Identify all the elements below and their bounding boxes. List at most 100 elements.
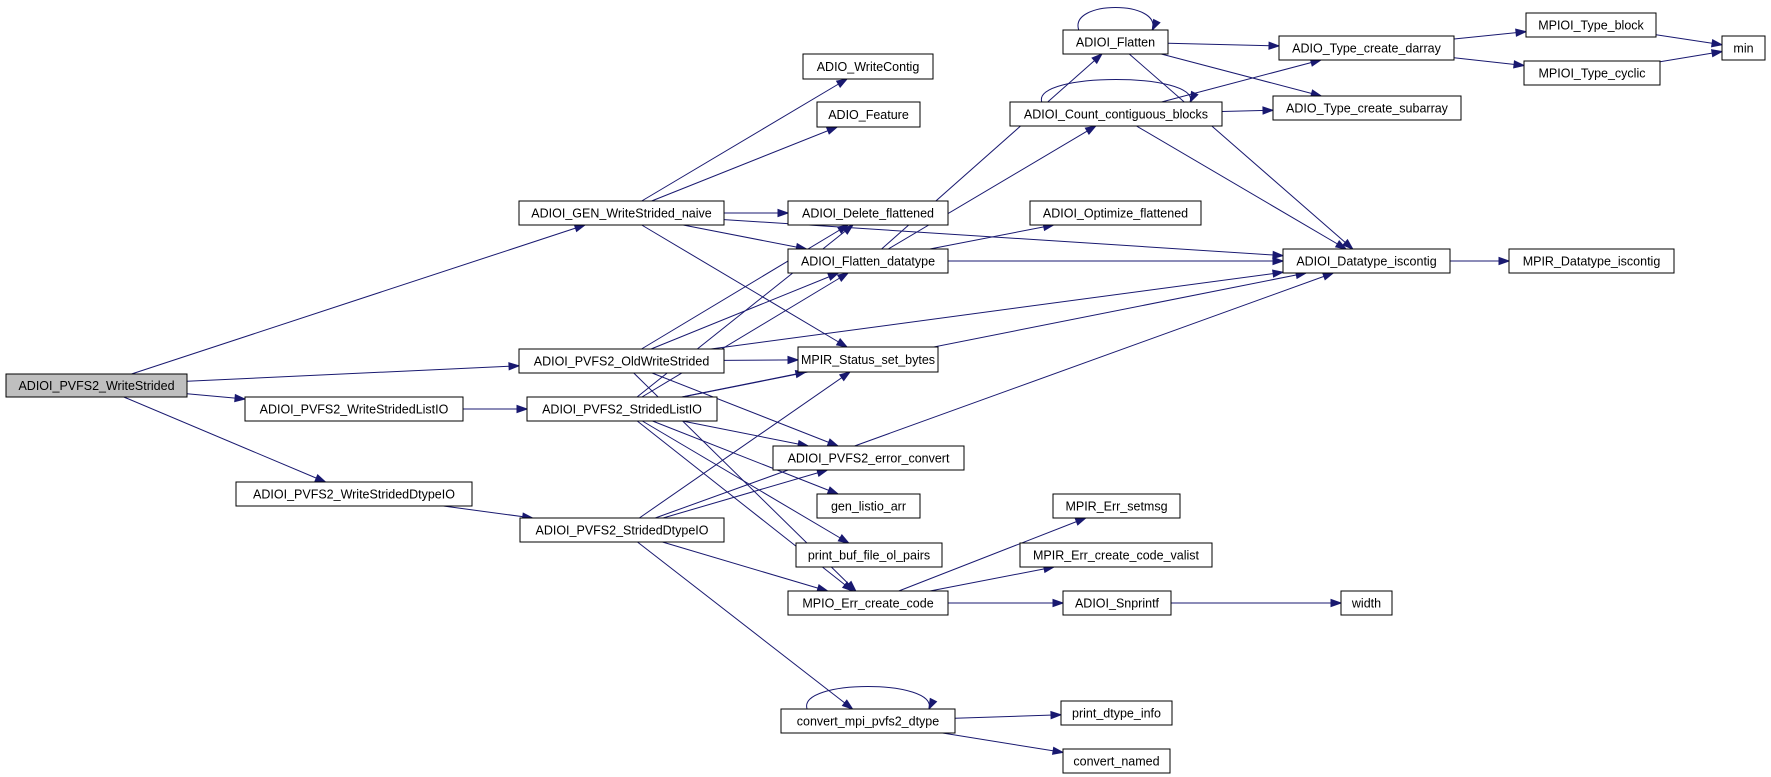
node-label: ADIOI_GEN_WriteStrided_naive (531, 207, 711, 221)
edge-oldws-to-msb (723, 355, 800, 365)
edge-line (1167, 42, 1280, 47)
edge-line (1161, 59, 1322, 103)
node-label: print_buf_file_ol_pairs (808, 549, 930, 563)
edge-slist-to-dic (682, 270, 1308, 398)
node-box (1278, 35, 1455, 61)
edge-line (636, 224, 854, 398)
node-errc[interactable]: ADIOI_PVFS2_error_convert (772, 445, 965, 471)
edge-arrowhead (835, 78, 849, 88)
call-edges (123, 7, 1724, 755)
edge-arrowhead (1051, 746, 1065, 755)
edge-arrowhead (573, 224, 587, 233)
node-label: ADIO_Type_create_darray (1292, 42, 1441, 56)
edge-fl-to-tcd (1167, 41, 1281, 50)
node-opt[interactable]: ADIOI_Optimize_flattened (1029, 200, 1202, 226)
node-snp[interactable]: ADIOI_Snprintf (1062, 590, 1172, 616)
edge-ccb-to-tcd (1161, 58, 1323, 103)
edge-line (683, 224, 807, 250)
edge-line (1453, 31, 1527, 40)
edge-arrowhead (841, 699, 854, 710)
node-feat[interactable]: ADIO_Feature (816, 101, 921, 128)
node-del[interactable]: ADIOI_Delete_flattened (787, 200, 949, 226)
node-ws[interactable]: ADIOI_PVFS2_WriteStrided (5, 373, 188, 398)
node-label: MPIR_Datatype_iscontig (1523, 255, 1661, 269)
node-box (772, 445, 965, 471)
edge-line (651, 126, 838, 202)
node-box (1062, 748, 1171, 774)
node-label: ADIO_Feature (828, 108, 909, 122)
node-ccb[interactable]: ADIOI_Count_contiguous_blocks (1009, 101, 1223, 127)
node-box (795, 542, 943, 568)
edge-line (641, 224, 849, 350)
node-box (1062, 29, 1169, 55)
edge-arrowhead (838, 371, 852, 382)
edge-ws-to-wslist (186, 393, 247, 403)
node-wslist[interactable]: ADIOI_PVFS2_WriteStridedListIO (244, 396, 464, 422)
node-width[interactable]: width (1340, 590, 1393, 616)
node-box (518, 348, 725, 374)
node-pbf[interactable]: print_buf_file_ol_pairs (795, 542, 943, 568)
edge-arrowhead (234, 393, 247, 403)
node-fl[interactable]: ADIOI_Flatten (1062, 29, 1169, 55)
edge-arrowhead (1151, 18, 1161, 32)
node-tcd[interactable]: ADIO_Type_create_darray (1278, 35, 1455, 61)
edge-fdt-to-ccb (887, 125, 1098, 250)
node-label: convert_mpi_pvfs2_dtype (797, 715, 939, 729)
node-label: MPIR_Err_setmsg (1065, 500, 1167, 514)
node-dic[interactable]: ADIOI_Datatype_iscontig (1282, 248, 1451, 274)
node-tc[interactable]: MPIOI_Type_cyclic (1523, 60, 1661, 86)
node-label: ADIOI_Datatype_iscontig (1296, 255, 1436, 269)
node-mec[interactable]: MPIO_Err_create_code (787, 590, 949, 616)
edge-arrowhead (1091, 52, 1104, 65)
node-mes[interactable]: MPIR_Err_setmsg (1052, 493, 1181, 519)
node-oldws[interactable]: ADIOI_PVFS2_OldWriteStrided (518, 348, 725, 374)
edge-arrowhead (787, 355, 800, 365)
node-label: gen_listio_arr (831, 500, 906, 514)
edge-slist-to-errc (682, 420, 810, 449)
node-pdi[interactable]: print_dtype_info (1060, 700, 1173, 726)
node-cn[interactable]: convert_named (1062, 748, 1171, 774)
node-tb[interactable]: MPIOI_Type_block (1525, 12, 1657, 38)
edge-arrowhead (1050, 710, 1063, 720)
node-box (1523, 60, 1661, 86)
edge-line (642, 420, 849, 544)
node-box (1272, 95, 1462, 121)
node-box (518, 200, 725, 226)
edge-slist-to-pbf (642, 420, 851, 544)
edge-arrowhead (777, 208, 790, 218)
edge-line (929, 224, 1054, 250)
node-fdt[interactable]: ADIOI_Flatten_datatype (787, 248, 949, 274)
edge-line (682, 272, 1307, 398)
node-msb[interactable]: MPIR_Status_set_bytes (797, 346, 939, 373)
node-label: convert_named (1073, 755, 1159, 769)
node-mecv[interactable]: MPIR_Err_create_code_valist (1019, 542, 1213, 568)
edge-arrowhead (1342, 238, 1354, 250)
node-sdt[interactable]: ADIOI_PVFS2_StridedDtypeIO (519, 517, 725, 543)
node-gla[interactable]: gen_listio_arr (816, 493, 921, 519)
edge-sdt-to-errc (662, 468, 829, 519)
edge-arrowhead (841, 581, 854, 592)
node-box (244, 396, 464, 422)
edge-sdt-to-cmp (637, 541, 854, 710)
edge-line (682, 420, 809, 447)
edge-arrowhead (826, 486, 840, 495)
node-label: ADIOI_PVFS2_OldWriteStrided (534, 355, 710, 369)
edge-tcd-to-tb (1453, 28, 1528, 40)
node-cmp[interactable]: convert_mpi_pvfs2_dtype (780, 708, 956, 734)
node-label: ADIO_WriteContig (817, 60, 920, 74)
edge-dic-to-mdic (1450, 256, 1511, 266)
edge-line (641, 224, 848, 348)
node-gen[interactable]: ADIOI_GEN_WriteStrided_naive (518, 200, 725, 226)
edge-ws-to-oldws (186, 362, 521, 382)
node-slist[interactable]: ADIOI_PVFS2_StridedListIO (526, 396, 718, 422)
edge-mec-to-mecv (929, 564, 1056, 592)
node-min[interactable]: min (1721, 35, 1766, 61)
edge-ws-to-gen (131, 224, 587, 375)
edge-line (806, 686, 930, 710)
node-mdic[interactable]: MPIR_Datatype_iscontig (1508, 248, 1675, 274)
edge-arrowhead (516, 404, 529, 414)
node-box (780, 708, 956, 734)
node-tcs[interactable]: ADIO_Type_create_subarray (1272, 95, 1462, 121)
node-wc[interactable]: ADIO_WriteContig (802, 53, 934, 80)
node-wsdt[interactable]: ADIOI_PVFS2_WriteStridedDtypeIO (235, 481, 473, 507)
